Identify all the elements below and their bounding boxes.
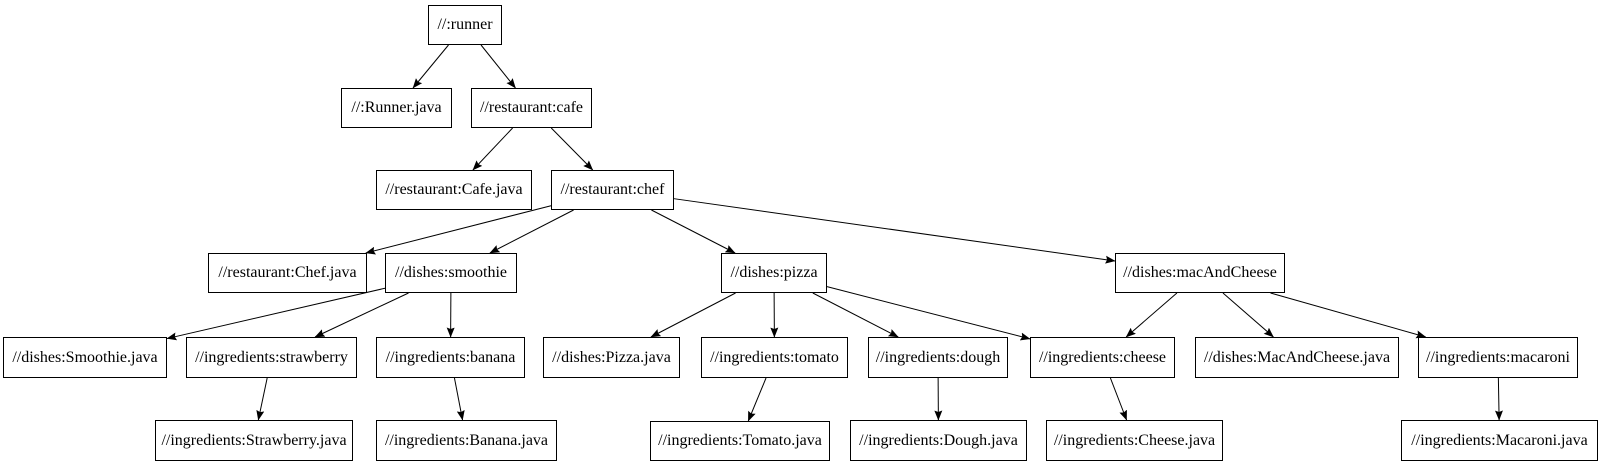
edge-pizza-to-dough (812, 292, 899, 338)
node-mac-and-cheese-java: //dishes:MacAndCheese.java (1195, 337, 1399, 378)
edge-chef-to-chef-java (365, 205, 552, 255)
edge-pizza-to-pizza-java (650, 292, 736, 338)
node-dough: //ingredients:dough (868, 337, 1008, 378)
edge-cafe-to-chef (550, 127, 594, 171)
node-label: //ingredients:strawberry (195, 348, 348, 366)
node-chef: //restaurant:chef (551, 170, 674, 210)
node-pizza-java: //dishes:Pizza.java (543, 337, 680, 378)
node-label: //ingredients:banana (385, 348, 516, 366)
node-banana-java: //ingredients:Banana.java (376, 420, 557, 461)
node-label: //restaurant:chef (560, 181, 665, 198)
node-runner-java: //:Runner.java (341, 88, 452, 128)
edge-mac-and-cheese-to-macaroni (1270, 292, 1427, 339)
edge-runner-to-runner-java (412, 44, 449, 89)
node-mac-and-cheese: //dishes:macAndCheese (1115, 253, 1285, 293)
edge-cafe-to-cafe-java (472, 127, 513, 171)
node-label: //ingredients:Strawberry.java (161, 431, 347, 449)
node-label: //restaurant:Chef.java (218, 264, 357, 281)
edge-smoothie-to-strawberry (314, 292, 409, 338)
edge-pizza-to-cheese (826, 286, 1031, 341)
node-pizza: //dishes:pizza (721, 253, 827, 293)
edge-strawberry-to-strawberry-java (256, 377, 268, 421)
node-label: //dishes:smoothie (395, 264, 507, 281)
node-label: //dishes:macAndCheese (1123, 264, 1277, 281)
edge-tomato-to-tomato-java (747, 377, 767, 422)
edge-cheese-to-cheese-java (1109, 377, 1128, 421)
node-label: //ingredients:Cheese.java (1053, 431, 1216, 449)
node-label: //dishes:MacAndCheese.java (1203, 348, 1391, 366)
edge-banana-to-banana-java (453, 377, 465, 421)
node-tomato-java: //ingredients:Tomato.java (650, 421, 830, 461)
node-macaroni-java: //ingredients:Macaroni.java (1401, 420, 1598, 461)
edge-mac-and-cheese-to-cheese (1125, 292, 1178, 338)
node-smoothie-java: //dishes:Smoothie.java (3, 337, 167, 378)
node-label: //dishes:Pizza.java (552, 348, 671, 366)
node-label: //:runner (437, 16, 493, 33)
node-label: //ingredients:cheese (1038, 348, 1167, 366)
node-label: //restaurant:cafe (479, 99, 584, 116)
node-smoothie: //dishes:smoothie (385, 253, 517, 293)
node-label: //:Runner.java (351, 99, 442, 116)
node-label: //restaurant:Cafe.java (385, 181, 523, 198)
node-cafe-java: //restaurant:Cafe.java (376, 170, 532, 210)
node-macaroni: //ingredients:macaroni (1418, 337, 1578, 378)
node-chef-java: //restaurant:Chef.java (208, 253, 367, 293)
node-label: //ingredients:Dough.java (859, 431, 1018, 449)
node-label: //ingredients:dough (875, 348, 1001, 366)
node-strawberry-java: //ingredients:Strawberry.java (155, 420, 353, 461)
node-cafe: //restaurant:cafe (471, 88, 592, 128)
node-banana: //ingredients:banana (376, 337, 525, 378)
edge-chef-to-mac-and-cheese (673, 198, 1116, 264)
node-strawberry: //ingredients:strawberry (186, 337, 357, 378)
edge-mac-and-cheese-to-mac-and-cheese-java (1222, 292, 1274, 338)
node-label: //ingredients:Macaroni.java (1411, 431, 1588, 449)
node-cheese-java: //ingredients:Cheese.java (1046, 420, 1223, 461)
edge-smoothie-to-smoothie-java (166, 287, 386, 341)
node-dough-java: //ingredients:Dough.java (850, 420, 1027, 461)
node-label: //ingredients:tomato (710, 348, 839, 366)
node-tomato: //ingredients:tomato (701, 337, 848, 378)
edge-runner-to-cafe (480, 44, 516, 89)
node-label: //dishes:Smoothie.java (12, 348, 158, 366)
edge-chef-to-pizza (651, 209, 736, 254)
node-label: //ingredients:Banana.java (384, 431, 549, 449)
edge-macaroni-to-macaroni-java (1494, 377, 1503, 421)
node-cheese: //ingredients:cheese (1030, 337, 1175, 378)
node-label: //dishes:pizza (730, 264, 818, 281)
node-label: //ingredients:macaroni (1426, 348, 1570, 366)
node-label: //ingredients:Tomato.java (658, 432, 822, 449)
node-runner: //:runner (428, 5, 502, 45)
edge-chef-to-smoothie (489, 209, 574, 254)
